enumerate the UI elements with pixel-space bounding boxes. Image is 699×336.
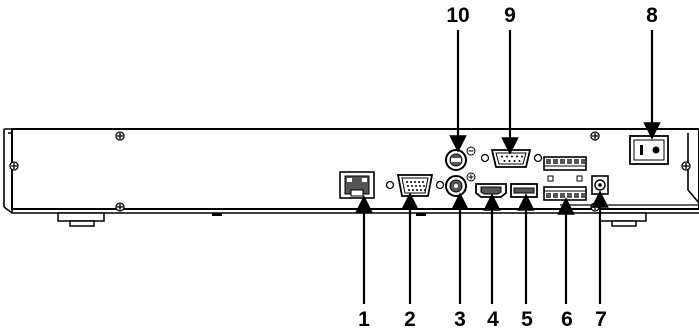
screw-icon xyxy=(590,131,600,141)
callout-label-5: 5 xyxy=(521,308,533,331)
callout-label-3: 3 xyxy=(454,308,466,331)
callout-label-1: 1 xyxy=(358,308,370,331)
callout-label-10: 10 xyxy=(446,4,469,27)
screw-icon xyxy=(115,202,125,212)
alarm-terminal-block-icon xyxy=(543,156,587,201)
minus-symbol-icon xyxy=(466,146,476,156)
callout-label-2: 2 xyxy=(404,308,416,331)
chassis xyxy=(3,128,699,214)
callout-arrows xyxy=(355,30,661,304)
callout-label-8: 8 xyxy=(646,4,658,27)
callout-labels: 1 2 3 4 5 6 7 8 9 10 xyxy=(358,4,658,331)
feet xyxy=(57,212,647,227)
foot-tab-left xyxy=(212,213,222,216)
screw-icon xyxy=(681,161,691,171)
foot-left xyxy=(57,212,105,227)
callout-label-9: 9 xyxy=(504,4,516,27)
hdmi-port-icon xyxy=(475,183,507,198)
screw-icon xyxy=(115,131,125,141)
callout-label-6: 6 xyxy=(561,308,573,331)
foot-tab-right xyxy=(416,213,426,216)
chassis-bottom-edge xyxy=(3,133,699,214)
screw-icon xyxy=(9,161,19,171)
callout-label-4: 4 xyxy=(487,308,499,331)
plus-symbol-icon xyxy=(466,172,476,182)
callout-label-7: 7 xyxy=(595,308,607,331)
usb-port-icon xyxy=(510,183,538,198)
foot-right xyxy=(599,212,647,227)
screw-icon xyxy=(590,202,600,212)
audio-in-port-icon xyxy=(445,146,476,171)
vga-port-icon xyxy=(385,174,445,197)
network-port-icon xyxy=(339,171,375,199)
power-input-icon xyxy=(591,175,609,195)
power-switch-icon xyxy=(629,135,669,165)
screws xyxy=(9,131,691,212)
